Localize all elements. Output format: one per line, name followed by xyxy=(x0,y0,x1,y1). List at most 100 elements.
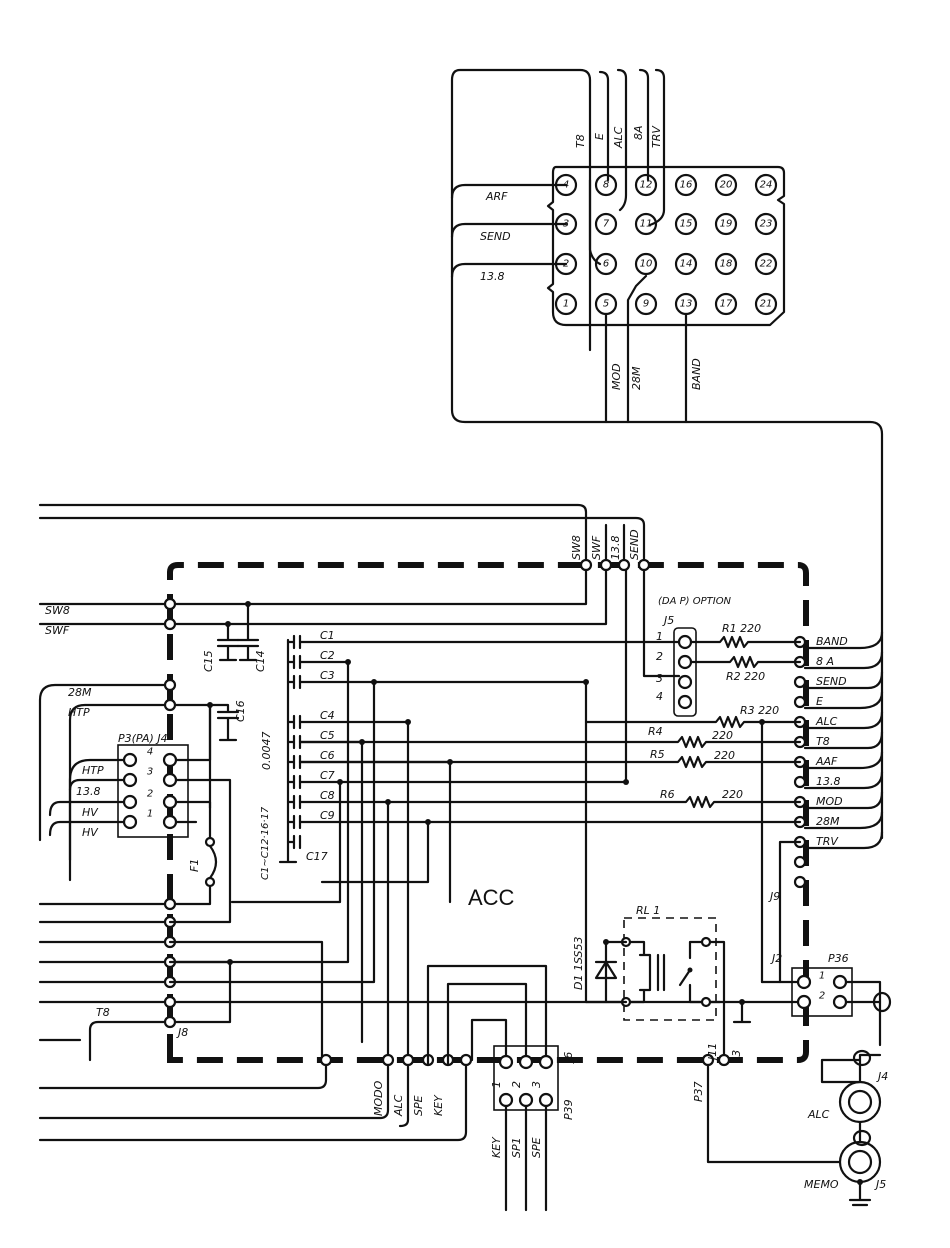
cap-c2 xyxy=(286,654,302,670)
connector-pin-label-21: 21 xyxy=(760,299,773,310)
acc-board: ACC SW8 SWF 13.8 SEND SW8 SWF C15 C14 28… xyxy=(38,503,892,1212)
option-pin-4: 4 xyxy=(656,690,663,703)
label-rl1: RL 1 xyxy=(636,904,660,917)
label-j6: J6 xyxy=(562,1052,575,1064)
terminal-label-3: E xyxy=(816,695,823,708)
label-d1: D1 1SS53 xyxy=(572,936,585,990)
p39-wire-sp1: SP1 xyxy=(510,1137,523,1158)
wire-t8 xyxy=(450,68,884,642)
label-j11: J11 xyxy=(706,1043,719,1062)
terminal-label-4: ALC xyxy=(815,715,838,728)
cap-value: 0.0047 xyxy=(260,732,273,771)
label-spe-bottom: SPE xyxy=(412,1095,425,1116)
board-outline xyxy=(167,562,809,1063)
label-c2: C2 xyxy=(320,649,335,662)
p3-label-138: 13.8 xyxy=(76,785,101,798)
resistor-r2 xyxy=(689,655,802,669)
connector-pin-label-1: 1 xyxy=(563,299,569,310)
label-r6-value: 220 xyxy=(722,788,743,801)
label-r1: R1 220 xyxy=(722,622,761,635)
diode-d1: D1 1SS53 xyxy=(572,936,628,1004)
connector-pin-1 xyxy=(554,292,578,316)
wire-htp-left xyxy=(68,703,212,862)
label-r6: R6 xyxy=(660,788,675,801)
cap-c5 xyxy=(286,734,302,750)
label-modo: MODO xyxy=(372,1080,385,1116)
board-title: ACC xyxy=(468,885,515,910)
label-t8-left: T8 xyxy=(96,1006,110,1019)
p36-pin-2: 2 xyxy=(819,991,825,1002)
cap-bank-ground xyxy=(278,638,298,864)
terminal-label-6: AAF xyxy=(815,755,838,768)
label-28m-top: 28M xyxy=(630,366,643,390)
connector-pin-14 xyxy=(674,252,698,276)
p39-pin-3: 3 xyxy=(530,1081,543,1088)
label-j3: J3 xyxy=(730,1050,743,1062)
top-entry-pins xyxy=(579,558,651,572)
label-f1: F1 xyxy=(188,859,201,872)
label-c14: C14 xyxy=(254,650,267,672)
wire-13-8 xyxy=(450,262,568,279)
label-trv: TRV xyxy=(650,125,663,148)
connector-pin-24 xyxy=(754,173,778,197)
label-sw8-top: SW8 xyxy=(570,535,583,560)
connector-pin-label-14: 14 xyxy=(680,259,693,270)
label-8a: 8A xyxy=(632,125,645,140)
cap-c4 xyxy=(286,714,302,730)
terminal-pin-7 xyxy=(793,775,807,789)
p3-pin-2: 2 xyxy=(147,789,153,800)
cap-c14 xyxy=(236,602,260,662)
terminal-label-10: TRV xyxy=(816,835,839,848)
ground-relay xyxy=(732,1000,752,1024)
option-pin-3: 3 xyxy=(656,672,663,685)
label-c17: C17 xyxy=(306,850,328,863)
jack-j5: J5 MEMO P37 xyxy=(692,1063,886,1207)
connector-pin-label-18: 18 xyxy=(720,259,733,270)
connector-pin-23 xyxy=(754,212,778,236)
jack-j4: J4 ALC xyxy=(807,1049,888,1124)
label-r4-value: 220 xyxy=(712,729,733,742)
connector-pin-label-8: 8 xyxy=(603,180,609,191)
resistor-r1 xyxy=(689,635,802,649)
connector-pin-label-12: 12 xyxy=(640,180,653,191)
connector-pin-10 xyxy=(634,252,658,276)
wire-sw8-top xyxy=(38,503,588,567)
p3-connector: P3(PA) J4 4 3 2 1 HTP 13.8 HV HV xyxy=(48,703,232,924)
option-title: (DA P) OPTION xyxy=(658,596,732,607)
label-j4: J4 xyxy=(876,1070,888,1083)
label-r3: R3 220 xyxy=(740,704,779,717)
label-r5: R5 xyxy=(650,748,665,761)
cap-c15 xyxy=(216,622,240,662)
label-c16: C16 xyxy=(234,700,247,722)
label-t8: T8 xyxy=(574,134,587,148)
terminal-wire-0 xyxy=(803,630,884,650)
wire-p3-htp xyxy=(68,758,126,882)
cap-c1 xyxy=(286,634,302,650)
cap-c6 xyxy=(286,754,302,770)
p3-pin-3: 3 xyxy=(147,767,153,778)
p39-wire-key: KEY xyxy=(490,1136,503,1158)
wire-p3-2 xyxy=(174,800,212,842)
label-c8: C8 xyxy=(320,789,335,802)
label-send: SEND xyxy=(480,230,511,243)
label-c7: C7 xyxy=(320,769,335,782)
connector-pin-6 xyxy=(594,252,618,276)
fuse-f1: F1 xyxy=(174,836,218,906)
connector-pin-label-15: 15 xyxy=(680,219,693,230)
label-e: E xyxy=(593,133,606,140)
label-13-8-top: 13.8 xyxy=(480,270,505,283)
label-j2: J2 xyxy=(770,952,782,965)
wire-send-top xyxy=(38,516,646,567)
resistor-r5 xyxy=(298,755,802,769)
connector-pin-label-22: 22 xyxy=(760,259,773,270)
cap-c8 xyxy=(286,794,302,810)
resistor-r6 xyxy=(298,795,802,809)
label-p39: P39 xyxy=(562,1099,575,1120)
label-c4: C4 xyxy=(320,709,335,722)
connector-pin-label-16: 16 xyxy=(680,180,693,191)
label-r5-value: 220 xyxy=(714,749,735,762)
label-j8: J8 xyxy=(176,1026,188,1039)
wire-j9 xyxy=(778,840,802,984)
option-pin-2: 2 xyxy=(656,650,663,663)
